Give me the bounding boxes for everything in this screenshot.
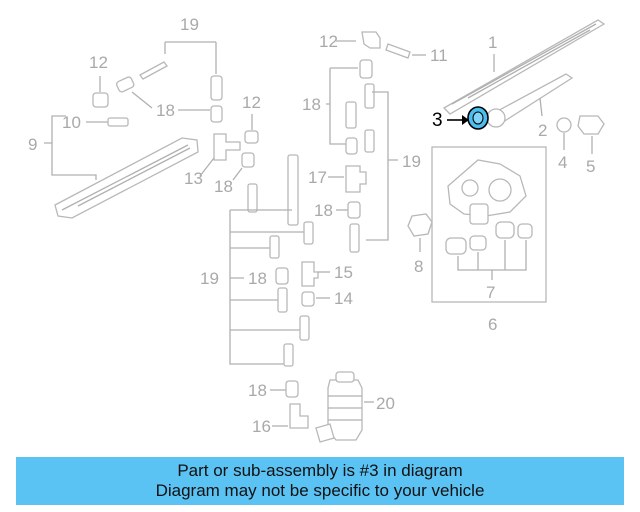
callout-13: 13 — [184, 169, 203, 188]
part-hose-d2 — [269, 235, 280, 259]
callout-18-c: 18 — [302, 95, 321, 114]
callout-18-e: 18 — [248, 269, 267, 288]
callout-18-f: 18 — [248, 381, 267, 400]
callout-4: 4 — [558, 153, 567, 172]
part-hose-top-left — [139, 61, 168, 80]
part-cap-4 — [556, 117, 572, 133]
part-hose-long — [287, 154, 299, 226]
part-sleeve-c — [359, 59, 373, 79]
part-cap-12-mid — [244, 130, 259, 144]
banner-line-2: Diagram may not be specific to your vehi… — [155, 481, 485, 500]
callout-18-d: 18 — [314, 201, 333, 220]
callout-20: 20 — [376, 394, 395, 413]
callout-1: 1 — [488, 33, 497, 52]
callout-12-left: 12 — [89, 53, 108, 72]
callout-10: 10 — [62, 113, 81, 132]
part-tee-connector — [213, 133, 241, 161]
part-group-left: 9 10 12 18 19 12 13 18 — [28, 15, 261, 219]
part-hose-d3 — [277, 287, 288, 313]
part-grommet-4 — [517, 223, 533, 239]
part-sleeve — [210, 105, 223, 123]
part-nut-5 — [577, 115, 605, 135]
part-motor-box — [431, 146, 547, 303]
callout-7: 7 — [486, 283, 495, 302]
callout-12-mid: 12 — [242, 93, 261, 112]
callout-18-left: 18 — [156, 101, 175, 120]
callout-5: 5 — [586, 157, 595, 176]
callout-8: 8 — [414, 257, 423, 276]
callout-11: 11 — [430, 46, 448, 65]
part-hose-c2 — [364, 83, 375, 109]
part-hose-c1 — [345, 101, 357, 129]
part-elbow-16 — [289, 403, 309, 429]
callout-2: 2 — [538, 121, 547, 140]
banner-line-1: Part or sub-assembly is #3 in diagram — [177, 461, 463, 480]
part-check-valve — [385, 43, 411, 59]
part-pump-outlet — [315, 423, 335, 443]
callout-14: 14 — [334, 289, 353, 308]
part-tee-17 — [345, 165, 367, 193]
part-hose-c4 — [349, 223, 360, 253]
part-sleeve-d — [345, 137, 358, 155]
part-group-center: 12 11 18 19 17 18 19 18 15 — [200, 31, 448, 443]
part-sleeve-g — [285, 380, 299, 398]
part-hose-d1 — [303, 221, 314, 245]
part-cap-12-left — [92, 92, 109, 108]
part-arm-pivot — [486, 108, 506, 128]
callout-16: 16 — [252, 417, 271, 436]
info-banner: Part or sub-assembly is #3 in diagram Di… — [16, 457, 624, 505]
callout-17: 17 — [308, 168, 327, 187]
part-hose-d4 — [299, 315, 310, 341]
callout-6: 6 — [488, 315, 497, 334]
part-hose-c3 — [364, 129, 375, 153]
callout-3: 3 — [432, 110, 443, 131]
callout-19-left: 19 — [200, 269, 219, 288]
part-elbow — [361, 31, 381, 49]
part-nut-8 — [407, 213, 433, 237]
part-grommet-2 — [469, 235, 487, 251]
part-sleeve-e — [347, 201, 361, 219]
callout-18-b: 18 — [214, 177, 233, 196]
part-nozzle — [107, 117, 129, 127]
callout-15: 15 — [334, 263, 353, 282]
part-washer-pump — [327, 379, 363, 441]
callout-19-top: 19 — [180, 15, 199, 34]
part-sleeve-b — [241, 152, 255, 168]
part-group-right: 1 2 3 4 5 7 6 8 — [407, 19, 606, 334]
part-cowl-strip — [54, 137, 199, 219]
part-grommet-3 — [495, 221, 515, 239]
part-connector-left — [115, 76, 135, 93]
part-wiper-motor — [447, 159, 527, 217]
part-hose-top-right — [210, 75, 223, 101]
part-hose-d5 — [283, 343, 294, 367]
callout-19-right: 19 — [402, 152, 421, 171]
part-hose-mid — [247, 183, 258, 213]
callout-9: 9 — [28, 135, 37, 154]
part-grommet-1 — [445, 237, 467, 255]
callout-12-top: 12 — [319, 32, 338, 51]
part-connector-15 — [301, 261, 319, 287]
part-connector-14 — [301, 291, 315, 307]
part-sleeve-f — [275, 267, 289, 285]
